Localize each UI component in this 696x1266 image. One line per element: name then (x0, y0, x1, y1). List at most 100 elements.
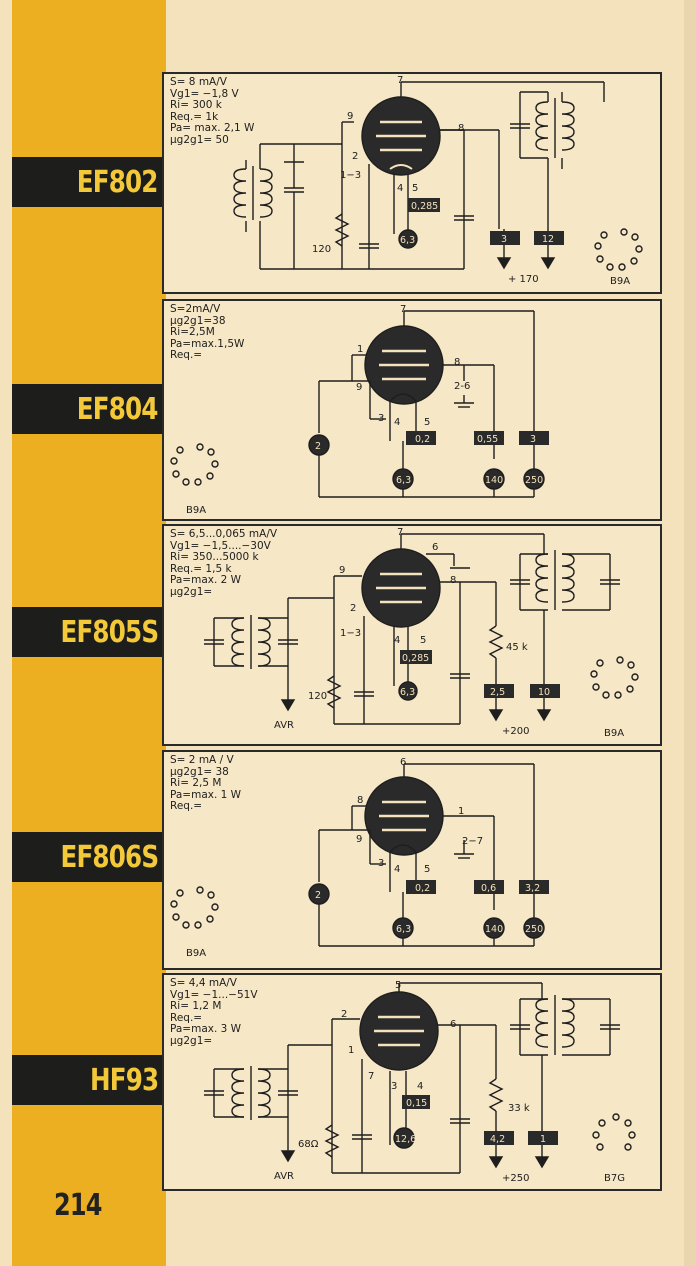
spec-line: Pa=max. 1 W (170, 788, 242, 801)
supply-label: +250 (502, 1173, 529, 1184)
pin-label: 8 (357, 795, 363, 806)
pin-label: 9 (339, 565, 345, 576)
spec-line: µg2g1= 38 (170, 765, 229, 778)
input-transformer-icon (233, 144, 273, 269)
pin-label: 4 (417, 1081, 423, 1092)
spec-line: Ri= 1,2 M (170, 1000, 222, 1012)
spec-list: S= 4,4 mA/V Vg1= −1...−51V Ri= 1,2 M Req… (170, 977, 258, 1047)
tube-label-hf93: HF93 (12, 1055, 166, 1105)
resistor-label: 120 (312, 244, 331, 255)
supply-circle: 140 (485, 924, 503, 935)
tube-panel-ef806s: S= 2 mA / V µg2g1= 38 Ri= 2,5 M Pa=max. … (162, 750, 662, 970)
spec-line: Ri=2,5M (170, 326, 215, 338)
spec-line: Req.= (170, 800, 203, 812)
resistor-label: 120 (308, 691, 327, 702)
pin-label: 2-6 (454, 381, 470, 392)
spec-line: Pa=max. 2 W (170, 574, 242, 586)
socket-label: B9A (610, 276, 630, 287)
spec-list: S= 2 mA / V µg2g1= 38 Ri= 2,5 M Pa=max. … (170, 754, 242, 813)
socket-diagram-icon (170, 886, 219, 929)
pin-label: 1 (348, 1045, 354, 1056)
spec-line: Req.= 1,5 k (170, 562, 232, 575)
pin-label: 3 (391, 1081, 397, 1092)
pin-label: 9 (356, 382, 362, 393)
spec-line: Vg1= −1,5....−30V (170, 539, 271, 552)
pin-label: 5 (420, 635, 426, 646)
spec-line: Vg1= −1...−51V (170, 988, 258, 1001)
tube-label-ef805s: EF805S (12, 607, 166, 657)
spec-line: Pa= max. 2,1 W (170, 122, 255, 134)
supply-circle: 140 (485, 475, 503, 486)
tube-name: EF804 (77, 391, 159, 427)
tube-label-ef804: EF804 (12, 384, 166, 434)
pin-label: 9 (347, 111, 353, 122)
spec-line: Pa=max. 3 W (170, 1023, 242, 1035)
heater-voltage-circle: 6,3 (400, 687, 415, 698)
output-transformer-icon (535, 92, 575, 169)
tube-symbol-icon (361, 548, 441, 628)
spec-line: µg2g1= (170, 585, 213, 598)
supply-circle: 250 (525, 475, 543, 486)
spec-line: S=2mA/V (170, 303, 221, 315)
paper-edge (684, 0, 696, 1266)
agc-label: AVR (274, 1171, 294, 1182)
pin-label: 6 (450, 1019, 456, 1030)
tube-name: EF806S (60, 839, 159, 875)
output-transformer-icon (510, 995, 620, 1056)
heater-current-box: 0,2 (415, 434, 430, 445)
pin-label: 7 (368, 1071, 374, 1082)
voltage-box: 3,2 (525, 883, 540, 894)
pin-label: 4 (394, 417, 400, 428)
spec-line: Ri= 350...5000 k (170, 551, 259, 563)
bias-circle: 2 (315, 890, 321, 901)
pin-label: 2 (352, 151, 358, 162)
spec-line: µg2g1= 50 (170, 133, 229, 146)
pin-label: 9 (356, 834, 362, 845)
spec-line: Pa=max.1,5W (170, 337, 245, 350)
tube-name: HF93 (89, 1062, 159, 1098)
heater-current-box: 0,15 (406, 1098, 427, 1109)
resistor-label: 45 k (506, 642, 528, 653)
supply-label: + 170 (508, 274, 539, 285)
tube-symbol-icon (364, 325, 444, 405)
socket-label: B9A (604, 728, 624, 739)
pin-label: 3 (378, 858, 384, 869)
spec-line: Ri= 300 k (170, 99, 222, 111)
spec-line: S= 4,4 mA/V (170, 977, 237, 989)
spec-list: S= 8 mA/V Vg1= −1,8 V Ri= 300 k Req.= 1k… (170, 76, 255, 146)
pin-label: 5 (412, 183, 418, 194)
pin-label: 8 (458, 123, 464, 134)
pin-label: 2 (350, 603, 356, 614)
pin-label: 2−7 (462, 836, 483, 847)
pin-label: 4 (394, 864, 400, 875)
tube-name: EF805S (60, 614, 159, 650)
pin-label: 1 (357, 344, 363, 355)
tube-label-ef806s: EF806S (12, 832, 166, 882)
resistor-label: 68Ω (298, 1139, 319, 1150)
spec-line: S= 8 mA/V (170, 76, 227, 88)
pin-label: 4 (394, 635, 400, 646)
heater-voltage-circle: 6,3 (396, 924, 411, 935)
circuit-diagram: 7 6 9 8 2 1−3 4 5 0,285 6,3 120 45 k 2,5… (204, 527, 639, 739)
pin-label: 7 (397, 527, 403, 538)
supply-circle: 250 (525, 924, 543, 935)
pin-label: 1−3 (340, 628, 361, 639)
tube-symbol-icon (361, 96, 441, 176)
socket-label: B9A (186, 948, 206, 959)
spec-line: S= 2 mA / V (170, 754, 234, 766)
spec-line: µg2g1= (170, 1034, 213, 1047)
voltage-box: 4,2 (490, 1134, 505, 1145)
pin-label: 8 (450, 575, 456, 586)
page-number: 214 (54, 1188, 102, 1223)
circuit-diagram: 6 8 1 9 2−7 3 4 5 0,2 0,6 3,2 2 6,3 140 … (170, 757, 549, 959)
input-transformer-icon (204, 1066, 298, 1120)
pin-label: 1−3 (340, 170, 361, 181)
pin-label: 1 (458, 806, 464, 817)
socket-diagram-icon (592, 1113, 636, 1151)
resistor-label: 33 k (508, 1103, 530, 1114)
tube-panel-ef805s: S= 6,5...0,065 mA/V Vg1= −1,5....−30V Ri… (162, 524, 662, 746)
pin-label: 2 (341, 1009, 347, 1020)
pin-label: 7 (400, 304, 406, 315)
voltage-box: 10 (538, 687, 550, 698)
